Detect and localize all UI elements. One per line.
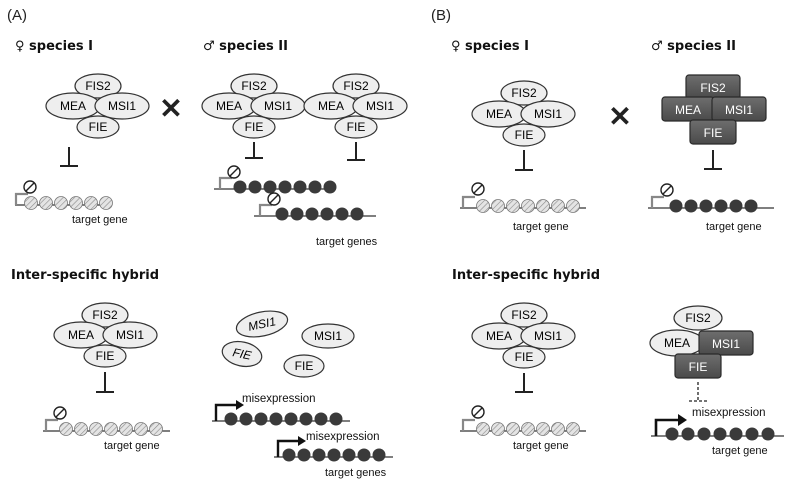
svg-text:FIE: FIE <box>347 120 366 134</box>
prc2-complex-b-hybrid: FIS2 MEA MSI1 FIE <box>471 302 576 369</box>
misexpression-label-a2: misexpression <box>306 431 380 443</box>
target-gene-label-b2: target gene <box>706 221 762 233</box>
target-gene-silenced-a2a <box>214 165 337 194</box>
target-gene-misexpressed-b4 <box>651 414 784 441</box>
fie-free-label: FIE <box>231 345 253 363</box>
repression-symbol <box>245 142 263 159</box>
heading-species-i-b: ♀ species I <box>451 39 529 54</box>
svg-text:FIS2: FIS2 <box>343 79 369 93</box>
svg-text:MEA: MEA <box>318 99 344 113</box>
target-gene-label-a3: target gene <box>104 440 160 452</box>
svg-text:MEA: MEA <box>675 103 701 117</box>
misexpression-label-a1: misexpression <box>242 393 316 405</box>
svg-text:MEA: MEA <box>486 107 512 121</box>
target-gene-misexpressed-a4b <box>274 436 393 462</box>
svg-text:MSI1: MSI1 <box>264 99 292 113</box>
target-gene-label-b4: target gene <box>712 445 768 457</box>
fie-label: FIE <box>89 120 108 134</box>
target-gene-silenced-a3 <box>43 406 170 436</box>
target-genes-label-a4: target genes <box>325 467 387 479</box>
prc2-complex-b-hybrid-mixed: FIS2 MEA MSI1 FIE <box>649 305 754 379</box>
target-gene-silenced-b2 <box>648 183 774 213</box>
target-gene-silenced-a1 <box>14 180 113 210</box>
cross-symbol-a: ✕ <box>159 93 182 124</box>
prc2-complex-a-species-i: FIS2 MEA MSI1 FIE <box>45 73 150 139</box>
heading-hybrid-b: Inter-specific hybrid <box>452 268 601 283</box>
svg-text:MSI1: MSI1 <box>712 337 740 351</box>
weak-repression-symbol <box>689 382 707 402</box>
heading-species-ii-b: ♂ species II <box>651 39 736 54</box>
msi1-free-label: MSI1 <box>247 314 277 334</box>
svg-text:MSI1: MSI1 <box>366 99 394 113</box>
svg-text:FIS2: FIS2 <box>700 81 726 95</box>
msi1-label: MSI1 <box>108 99 136 113</box>
target-gene-label-b3: target gene <box>513 440 569 452</box>
cross-symbol-b: ✕ <box>608 101 631 132</box>
repression-symbol <box>96 372 114 393</box>
svg-text:MEA: MEA <box>68 328 94 342</box>
msi1-free-label-2: MSI1 <box>314 329 342 343</box>
svg-text:MEA: MEA <box>216 99 242 113</box>
target-gene-label-a1: target gene <box>72 214 128 226</box>
svg-text:FIS2: FIS2 <box>92 308 118 322</box>
svg-text:MEA: MEA <box>486 329 512 343</box>
heading-hybrid-a: Inter-specific hybrid <box>11 268 160 283</box>
prc2-complex-a-hybrid: FIS2 MEA MSI1 FIE <box>53 302 158 368</box>
target-gene-misexpressed-a4a <box>212 400 350 426</box>
svg-text:FIS2: FIS2 <box>685 311 711 325</box>
svg-text:MSI1: MSI1 <box>534 329 562 343</box>
heading-species-i-a: ♀ species I <box>15 39 93 54</box>
prc2-complex-b-species-ii: FIS2 MEA MSI1 FIE <box>661 74 767 145</box>
misexpression-label-b: misexpression <box>692 407 766 419</box>
repression-symbol <box>515 373 533 393</box>
repression-symbol <box>60 147 78 167</box>
svg-text:FIE: FIE <box>704 126 723 140</box>
svg-text:FIE: FIE <box>515 128 534 142</box>
svg-text:FIS2: FIS2 <box>511 86 537 100</box>
svg-text:FIE: FIE <box>689 360 708 374</box>
svg-text:MSI1: MSI1 <box>534 107 562 121</box>
repression-symbol <box>347 142 365 161</box>
fis2-label: FIS2 <box>85 79 111 93</box>
target-genes-label-a2: target genes <box>316 236 378 248</box>
target-gene-silenced-b3 <box>460 405 586 436</box>
mea-label: MEA <box>60 99 86 113</box>
target-gene-label-b1: target gene <box>513 221 569 233</box>
svg-text:FIS2: FIS2 <box>241 79 267 93</box>
repression-symbol <box>704 150 722 170</box>
svg-text:MSI1: MSI1 <box>116 328 144 342</box>
panel-label-a: (A) <box>7 7 27 24</box>
target-gene-silenced-b1 <box>460 182 586 213</box>
svg-text:FIE: FIE <box>245 120 264 134</box>
panel-label-b: (B) <box>431 7 451 24</box>
heading-species-ii-a: ♂ species II <box>203 39 288 54</box>
svg-text:FIS2: FIS2 <box>511 308 537 322</box>
svg-text:FIE: FIE <box>96 349 115 363</box>
prc2-complex-a-species-ii-2: FIS2 MEA MSI1 FIE <box>303 73 408 139</box>
svg-text:MSI1: MSI1 <box>725 103 753 117</box>
prc2-complex-a-species-ii-1: FIS2 MEA MSI1 FIE <box>201 73 306 139</box>
dissociated-subunits: MSI1 FIE MSI1 FIE <box>221 310 355 378</box>
repression-symbol <box>515 150 533 171</box>
fie-free-label-2: FIE <box>295 359 314 373</box>
target-gene-silenced-a2b <box>254 192 376 221</box>
svg-text:MEA: MEA <box>664 336 690 350</box>
svg-text:FIE: FIE <box>515 350 534 364</box>
prc2-complex-b-species-i: FIS2 MEA MSI1 FIE <box>471 80 576 147</box>
